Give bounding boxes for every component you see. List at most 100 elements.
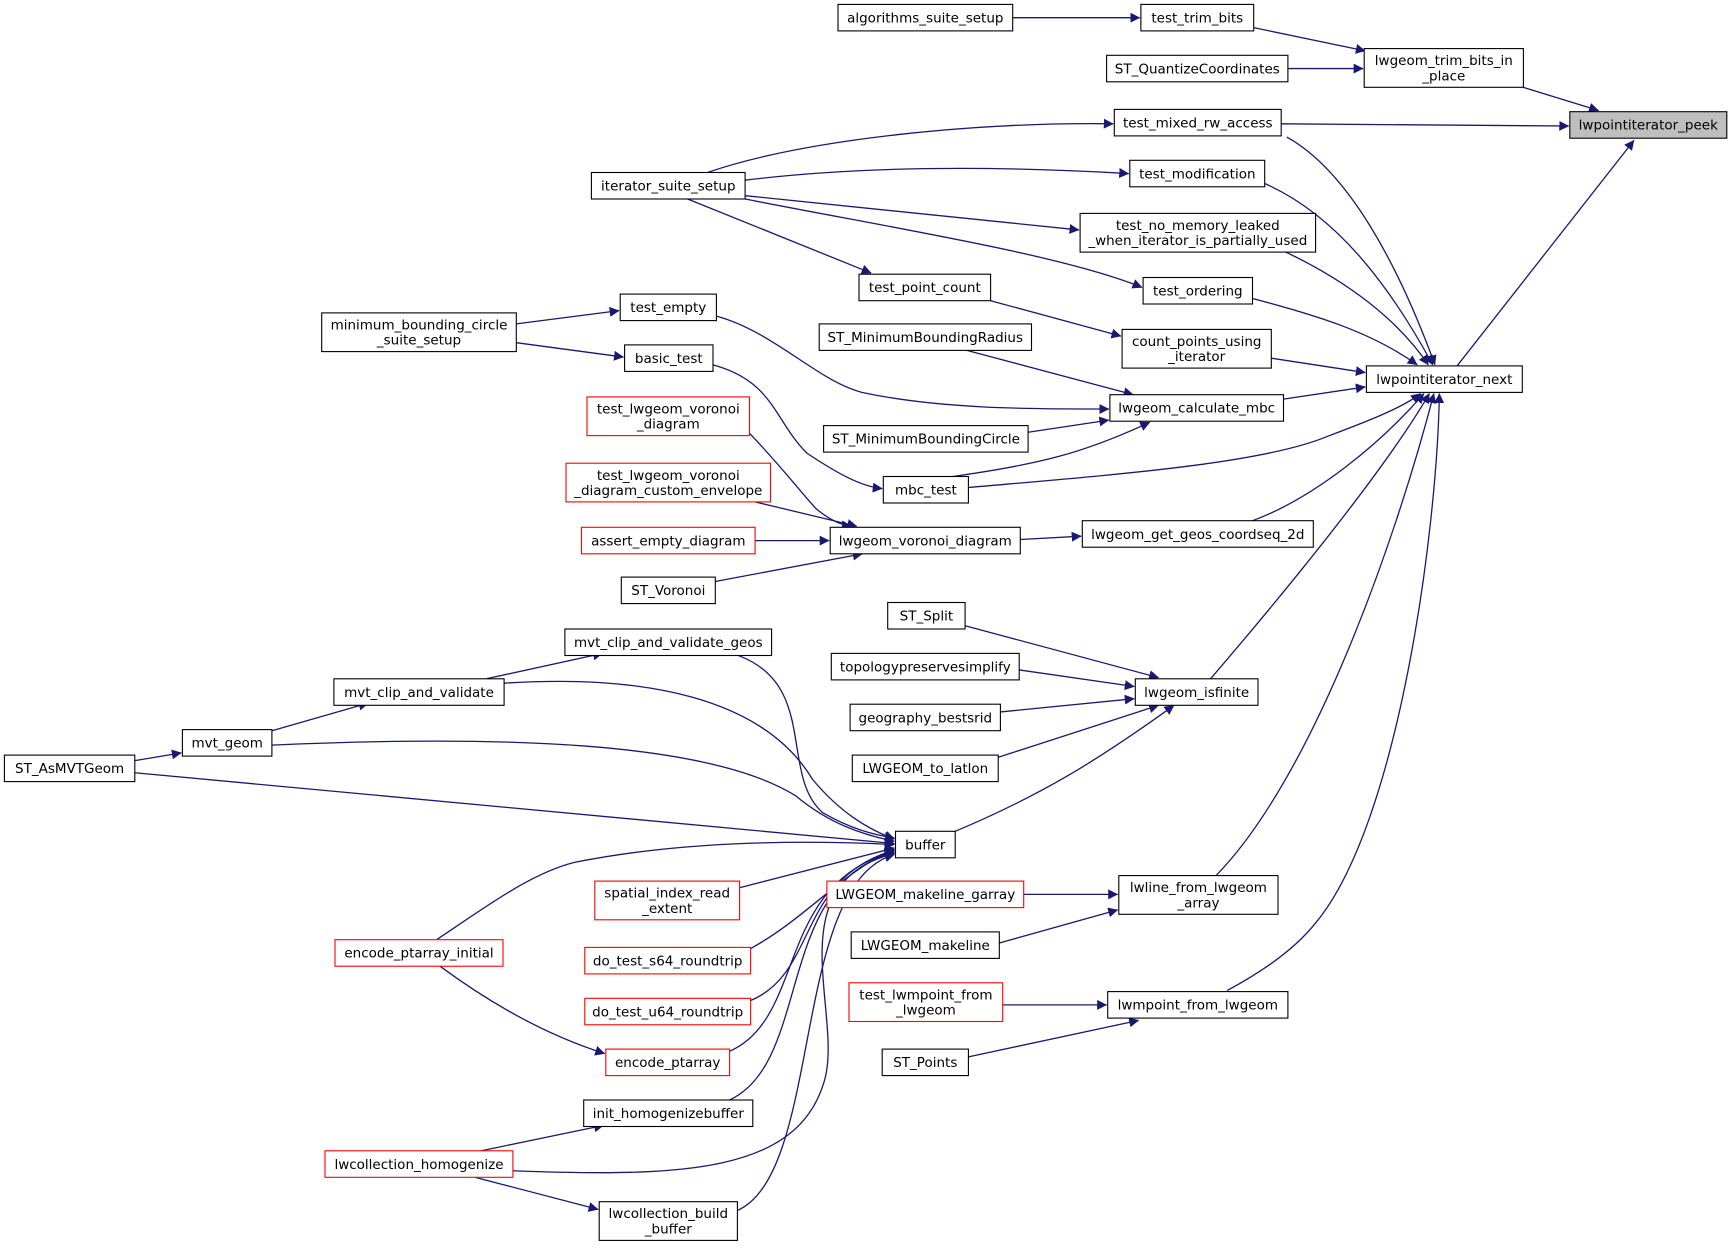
node-init-homogenizebuffer[interactable]: init_homogenizebuffer [583, 1099, 754, 1128]
node-label: LWGEOM_makeline_garray [835, 887, 1015, 903]
edge-count-points-using-iterator-to-lwpointiterator-next [1271, 358, 1366, 377]
node-lwcollection-homogenize[interactable]: lwcollection_homogenize [324, 1150, 514, 1178]
node-test-lwgeom-voronoi-diagram[interactable]: test_lwgeom_voronoi_diagram [586, 396, 751, 437]
edge-test-modification-to-lwpointiterator-next [1265, 184, 1433, 366]
node-label: mbc_test [895, 483, 957, 499]
node-box [594, 880, 741, 921]
nodes-layer: lwpointiterator_peek lwgeom_trim_bits_in_… [3, 3, 1728, 1241]
node-label: init_homogenizebuffer [593, 1106, 745, 1122]
node-box [3, 754, 136, 783]
node-st-minimumboundingcircle[interactable]: ST_MinimumBoundingCircle [823, 425, 1029, 453]
node-mvt-clip-and-validate-geos[interactable]: mvt_clip_and_validate_geos [564, 628, 773, 657]
node-label: basic_test [635, 351, 703, 367]
node-label: lwcollection_build [609, 1206, 729, 1222]
node-do-test-u64-roundtrip[interactable]: do_test_u64_roundtrip [584, 997, 752, 1026]
node-box [1121, 328, 1272, 369]
edge-st-points-to-lwmpoint-from-lwgeom [968, 1017, 1140, 1056]
edge-minimum-bounding-circle-suite-setup-to-basic-test [516, 343, 624, 361]
node-test-lwmpoint-from-lwgeom[interactable]: test_lwmpoint_from_lwgeom [848, 982, 1004, 1023]
node-label: test_empty [630, 300, 706, 316]
edge-spatial-index-read-extent-to-buffer [740, 845, 895, 888]
node-box [333, 678, 505, 706]
node-st-split[interactable]: ST_Split [887, 601, 966, 630]
node-box [605, 1048, 731, 1077]
node-lwgeom-makeline[interactable]: LWGEOM_makeline [850, 931, 1000, 959]
node-mvt-geom[interactable]: mvt_geom [181, 729, 273, 757]
node-mbc-test[interactable]: mbc_test [882, 475, 969, 504]
node-lwpointiterator-peek[interactable]: lwpointiterator_peek [1569, 111, 1728, 139]
node-label: mvt_clip_and_validate [344, 685, 494, 701]
node-st-quantizecoordinates[interactable]: ST_QuantizeCoordinates [1106, 54, 1289, 83]
node-topologypreservesimplify[interactable]: topologypreservesimplify [830, 652, 1020, 681]
node-minimum-bounding-circle-suite-setup[interactable]: minimum_bounding_circle_suite_setup [321, 312, 517, 353]
node-test-mixed-rw-access[interactable]: test_mixed_rw_access [1113, 108, 1282, 137]
node-test-ordering[interactable]: test_ordering [1142, 276, 1254, 305]
node-label: lwcollection_homogenize [334, 1157, 503, 1173]
node-test-point-count[interactable]: test_point_count [858, 273, 992, 302]
node-box [851, 754, 999, 783]
node-label: ST_QuantizeCoordinates [1115, 61, 1280, 77]
node-encode-ptarray[interactable]: encode_ptarray [605, 1048, 731, 1077]
node-st-asmvtgeom[interactable]: ST_AsMVTGeom [3, 754, 136, 783]
node-label: _array [1176, 895, 1219, 911]
node-count-points-using-iterator[interactable]: count_points_using_iterator [1121, 328, 1272, 369]
node-iterator-suite-setup[interactable]: iterator_suite_setup [590, 171, 746, 200]
node-do-test-s64-roundtrip[interactable]: do_test_s64_roundtrip [584, 946, 752, 975]
node-spatial-index-read-extent[interactable]: spatial_index_read_extent [594, 880, 741, 921]
node-encode-ptarray-initial[interactable]: encode_ptarray_initial [334, 939, 504, 967]
node-lwgeom-makeline-garray[interactable]: LWGEOM_makeline_garray [826, 880, 1025, 909]
node-lwgeom-get-geos-coordseq-2d[interactable]: lwgeom_get_geos_coordseq_2d [1081, 520, 1314, 548]
node-box [1142, 276, 1254, 305]
node-st-points[interactable]: ST_Points [881, 1048, 969, 1077]
node-basic-test[interactable]: basic_test [624, 344, 714, 372]
node-lwmpoint-from-lwgeom[interactable]: lwmpoint_from_lwgeom [1107, 991, 1289, 1019]
node-label: spatial_index_read [604, 886, 730, 902]
node-lwcollection-build-buffer[interactable]: lwcollection_build_buffer [598, 1201, 738, 1241]
node-box [1118, 875, 1279, 915]
node-lwgeom-voronoi-diagram[interactable]: lwgeom_voronoi_diagram [829, 526, 1021, 555]
node-geography-bestsrid[interactable]: geography_bestsrid [849, 703, 1001, 732]
node-buffer[interactable]: buffer [894, 830, 956, 859]
node-box [849, 703, 1001, 732]
node-label: geography_bestsrid [859, 710, 993, 726]
node-label: test_lwgeom_voronoi [597, 401, 740, 417]
node-test-empty[interactable]: test_empty [619, 293, 717, 322]
node-label: _extent [641, 901, 692, 917]
node-lwgeom-trim-bits-in-place[interactable]: lwgeom_trim_bits_in_place [1363, 48, 1524, 88]
node-label: _diagram [636, 417, 700, 433]
node-assert-empty-diagram[interactable]: assert_empty_diagram [580, 526, 756, 555]
edge-iterator-suite-setup-to-test-no-memory-leaked [745, 196, 1080, 234]
node-algorithms-suite-setup[interactable]: algorithms_suite_setup [837, 3, 1014, 32]
node-box [321, 312, 517, 353]
node-lwline-from-lwgeom-array[interactable]: lwline_from_lwgeom_array [1118, 875, 1279, 915]
node-mvt-clip-and-validate[interactable]: mvt_clip_and_validate [333, 678, 505, 706]
edge-test-no-memory-leaked-to-lwpointiterator-next [1286, 252, 1429, 366]
edge-lwcollection-homogenize-to-lwcollection-build-buffer [475, 1177, 599, 1212]
node-label: do_test_s64_roundtrip [593, 954, 743, 970]
node-box [830, 652, 1020, 681]
edge-lwcollection-build-buffer-to-buffer [737, 852, 895, 1211]
node-st-minimumboundingradius[interactable]: ST_MinimumBoundingRadius [818, 323, 1033, 351]
node-label: encode_ptarray [615, 1055, 720, 1071]
node-test-trim-bits[interactable]: test_trim_bits [1140, 3, 1255, 32]
edge-encode-ptarray-initial-to-encode-ptarray [440, 966, 606, 1056]
node-box [583, 1099, 754, 1128]
node-lwgeom-calculate-mbc[interactable]: lwgeom_calculate_mbc [1109, 394, 1285, 422]
node-label: lwmpoint_from_lwgeom [1118, 998, 1278, 1014]
node-test-no-memory-leaked[interactable]: test_no_memory_leaked_when_iterator_is_p… [1079, 212, 1317, 253]
node-lwgeom-to-latlon[interactable]: LWGEOM_to_latlon [851, 754, 999, 783]
node-label: lwgeom_calculate_mbc [1118, 401, 1275, 417]
node-label: lwgeom_isfinite [1144, 685, 1249, 701]
edge-lwgeom-to-latlon-to-lwgeom-isfinite [998, 703, 1160, 757]
node-st-voronoi[interactable]: ST_Voronoi [620, 576, 716, 605]
edge-lwgeom-trim-bits-in-place-to-lwpointiterator-peek [1523, 87, 1600, 113]
edge-mvt-geom-to-buffer [272, 741, 895, 845]
node-box [848, 982, 1004, 1023]
node-lwpointiterator-next[interactable]: lwpointiterator_next [1365, 365, 1523, 393]
node-test-modification[interactable]: test_modification [1129, 159, 1266, 188]
node-test-lwgeom-voronoi-diagram-custom-envelope[interactable]: test_lwgeom_voronoi_diagram_custom_envel… [565, 462, 772, 503]
node-lwgeom-isfinite[interactable]: lwgeom_isfinite [1134, 678, 1259, 706]
node-label: lwgeom_voronoi_diagram [839, 533, 1012, 549]
node-box [837, 3, 1014, 32]
edge-st-asmvtgeom-to-buffer [135, 773, 895, 848]
